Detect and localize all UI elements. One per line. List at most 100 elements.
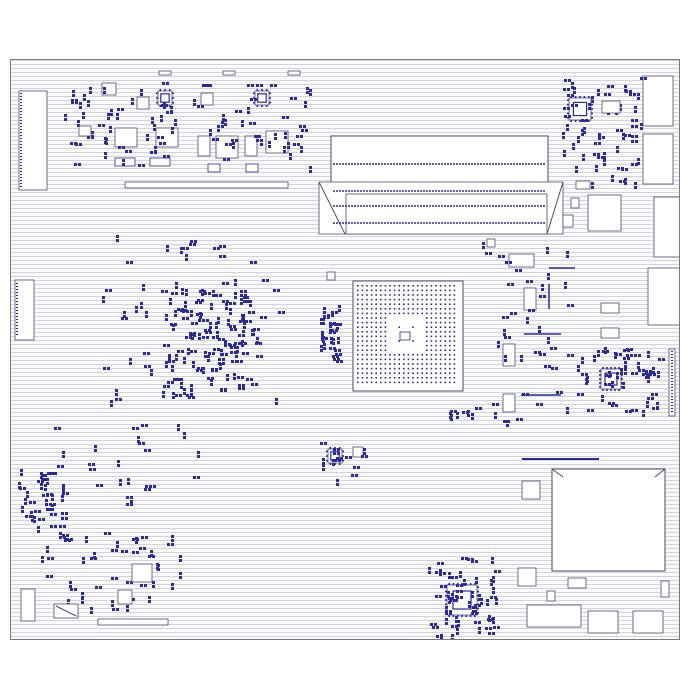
bottom-left-passive bbox=[171, 543, 174, 546]
scattered-passive bbox=[166, 245, 169, 248]
left-mid-passive bbox=[215, 322, 218, 325]
scattered-passive bbox=[193, 243, 196, 246]
top-left-block-0 bbox=[114, 127, 138, 148]
mid-right-scatter bbox=[546, 251, 549, 254]
top-left-passive bbox=[160, 119, 163, 122]
left-mid-passive bbox=[227, 319, 230, 322]
top-left-passive bbox=[167, 155, 170, 158]
left-mid-passive bbox=[204, 355, 207, 358]
top-right-passive bbox=[591, 96, 594, 99]
bga-ball bbox=[407, 358, 410, 361]
bga-ball bbox=[412, 326, 414, 328]
bottom-center-passive bbox=[474, 621, 477, 624]
left-mid-passive bbox=[171, 381, 174, 384]
left-lower-passive bbox=[44, 484, 47, 487]
bga-ball bbox=[403, 354, 405, 356]
bga-ball bbox=[416, 312, 419, 315]
scattered-passive bbox=[150, 369, 153, 372]
bga-ball bbox=[389, 294, 391, 296]
top-left-passive bbox=[309, 93, 312, 96]
top-right-passive bbox=[591, 186, 594, 189]
bga-ball bbox=[412, 298, 414, 301]
scattered-passive bbox=[190, 314, 193, 317]
bga-ball bbox=[380, 381, 382, 384]
left-mid-passive bbox=[238, 387, 241, 390]
bga-left-passive bbox=[331, 329, 334, 332]
bottom-center-passive bbox=[472, 606, 475, 609]
bottom-center-passive bbox=[455, 616, 458, 619]
left-mid-passive bbox=[217, 317, 220, 320]
top-left-passive bbox=[107, 113, 110, 116]
bga-ball bbox=[375, 308, 377, 310]
scattered-passive bbox=[210, 303, 213, 306]
left-mid-passive bbox=[225, 353, 228, 356]
top-left-passive bbox=[163, 106, 166, 109]
mid-right-passive bbox=[615, 353, 618, 356]
bga-ball bbox=[361, 303, 364, 305]
bga-ball bbox=[416, 358, 419, 361]
left-mid-passive bbox=[212, 336, 215, 339]
mid-marker bbox=[486, 238, 496, 248]
top-right-passive bbox=[624, 178, 627, 181]
pin bbox=[461, 615, 463, 617]
top-right-passive bbox=[603, 163, 606, 166]
top-right-passive bbox=[591, 182, 594, 185]
mid-right-passive bbox=[662, 358, 665, 361]
top-right-passive bbox=[597, 153, 600, 156]
scattered-passive bbox=[220, 388, 223, 391]
top-left-passive bbox=[241, 120, 244, 123]
pin bbox=[448, 583, 450, 585]
top-left-passive bbox=[250, 98, 253, 101]
left-mid-passive bbox=[179, 394, 182, 397]
bga-ball bbox=[435, 294, 437, 296]
left-mid-passive bbox=[234, 342, 237, 345]
bga-ball bbox=[384, 335, 387, 338]
left-misc-passive bbox=[183, 436, 186, 439]
top-left-passive bbox=[103, 91, 106, 94]
left-mid-passive bbox=[184, 309, 187, 312]
pin bbox=[261, 105, 263, 107]
bga-ball bbox=[389, 363, 391, 365]
left-lower-passive bbox=[38, 518, 41, 521]
bottom-left-passive bbox=[111, 549, 114, 552]
top-marker-3 bbox=[287, 70, 301, 76]
mid-right-scatter bbox=[526, 321, 529, 324]
bottom-center-passive bbox=[443, 572, 446, 575]
bga-ball bbox=[430, 340, 433, 342]
bga-ball bbox=[444, 312, 446, 315]
left-mid-passive bbox=[167, 385, 170, 388]
left-mid-passive bbox=[184, 305, 187, 308]
left-mid-passive bbox=[229, 344, 232, 347]
top-left-cap-3 bbox=[245, 163, 259, 173]
left-mid-passive bbox=[233, 302, 236, 305]
top-left-passive bbox=[300, 135, 303, 138]
bottom-left-passive bbox=[41, 560, 44, 563]
bga-left-passive bbox=[336, 360, 339, 363]
mid-right-passive bbox=[647, 355, 650, 358]
mid-right-passive bbox=[626, 354, 629, 357]
bottom-left-passive bbox=[132, 551, 135, 554]
mid-right-passive bbox=[642, 414, 645, 417]
bga-left-passive bbox=[333, 347, 336, 350]
bottom-center-passive bbox=[478, 598, 481, 601]
bottom-center-passive bbox=[465, 557, 468, 560]
scattered-passive bbox=[123, 311, 126, 314]
scattered-passive bbox=[254, 261, 257, 264]
top-right-passive bbox=[620, 129, 623, 132]
mid-right-passive bbox=[629, 410, 632, 413]
top-left-passive bbox=[171, 131, 174, 134]
bga-ball bbox=[421, 377, 423, 379]
shield-corner-2 bbox=[654, 468, 666, 478]
top-left-passive bbox=[104, 156, 107, 159]
bga-ball bbox=[361, 372, 364, 374]
mid-right-passive bbox=[649, 373, 652, 376]
bga-ball bbox=[421, 363, 423, 365]
right-usb-connector-2 bbox=[642, 133, 674, 185]
left-misc-passive bbox=[62, 489, 65, 492]
top-left-passive bbox=[138, 164, 141, 167]
bga-ball bbox=[444, 308, 446, 310]
mid-right-passive bbox=[593, 359, 596, 362]
top-right-passive bbox=[562, 136, 565, 139]
left-lower-passive bbox=[21, 510, 24, 513]
bga-ball bbox=[439, 317, 442, 319]
